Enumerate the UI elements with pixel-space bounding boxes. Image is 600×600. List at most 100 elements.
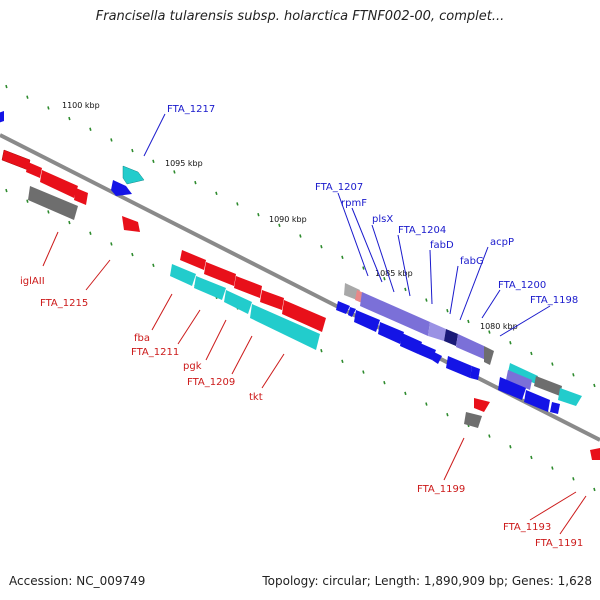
gene-feature: [360, 292, 430, 336]
gene-label-FTA_1199: FTA_1199: [417, 484, 465, 495]
tick-mark: [236, 202, 239, 206]
tick-label-1100: 1100 kbp: [62, 101, 100, 110]
gene-feature: [524, 390, 550, 412]
gene-label-plsX: plsX: [372, 214, 393, 225]
tick-mark: [404, 391, 407, 396]
gene-feature: [40, 170, 78, 198]
tick-mark: [152, 263, 155, 267]
gene-feature: [234, 276, 262, 298]
gene-feature: [0, 111, 4, 123]
tick-mark: [341, 359, 344, 364]
tick-mark: [131, 252, 134, 257]
tick-mark: [425, 298, 428, 302]
gene-feature: [250, 304, 320, 350]
tick-mark: [551, 362, 554, 366]
tick-mark: [572, 477, 575, 481]
gene-feature: [508, 363, 538, 384]
tick-mark: [593, 383, 596, 388]
gene-feature: [590, 448, 600, 460]
tick-mark: [383, 276, 386, 281]
tick-label-1090: 1090 kbp: [269, 215, 307, 224]
tick-mark: [467, 319, 470, 324]
tick-mark: [362, 370, 365, 374]
gene-feature: [418, 343, 436, 360]
gene-label-acpP: acpP: [490, 237, 514, 248]
tick-mark: [68, 116, 71, 121]
gene-feature: [378, 322, 404, 344]
gene-label-FTA_1217: FTA_1217: [167, 104, 215, 115]
gene-feature: [446, 356, 472, 378]
gene-feature: [282, 300, 326, 332]
tick-mark: [194, 180, 197, 185]
tick-mark: [551, 466, 554, 470]
gene-label-fabG: fabG: [460, 256, 484, 267]
gene-feature: [550, 402, 560, 414]
tick-mark: [530, 351, 533, 356]
gene-feature: [432, 352, 442, 364]
tick-mark: [446, 309, 449, 313]
tick-marks: [5, 84, 596, 492]
gene-feature: [534, 376, 562, 396]
gene-feature: [111, 180, 132, 196]
gene-feature: [354, 310, 380, 332]
gene-feature: [194, 276, 226, 300]
gene-feature: [498, 377, 526, 400]
tick-mark: [26, 199, 29, 203]
tick-mark: [488, 434, 491, 438]
tick-mark: [383, 380, 386, 385]
tick-mark: [593, 487, 596, 492]
tick-mark: [131, 148, 134, 153]
gene-feature: [484, 346, 494, 365]
gene-feature: [122, 165, 145, 185]
gene-label-FTA_1200: FTA_1200: [498, 280, 546, 291]
tick-label-1095: 1095 kbp: [165, 159, 203, 168]
tick-mark: [89, 127, 92, 131]
gene-label-iglAII: iglAII: [20, 276, 45, 287]
tick-mark: [488, 330, 491, 334]
gene-feature: [470, 366, 480, 380]
tick-mark: [362, 266, 365, 270]
gene-feature: [1, 149, 31, 171]
tick-mark: [572, 373, 575, 377]
tick-mark: [173, 170, 176, 174]
tick-mark: [404, 287, 407, 292]
gene-feature: [74, 188, 88, 205]
gene-label-FTA_1207: FTA_1207: [315, 182, 363, 193]
gene-feature: [464, 412, 482, 428]
upper-leaders: [143, 113, 551, 337]
gene-feature: [456, 334, 486, 360]
tick-mark: [47, 106, 50, 110]
tick-mark: [320, 348, 323, 353]
gene-label-fabD: fabD: [430, 240, 454, 251]
tick-mark: [89, 231, 92, 235]
gene-feature: [260, 290, 284, 310]
tick-label-1085: 1085 kbp: [375, 269, 413, 278]
gene-feature: [28, 186, 78, 220]
gene-label-tkt: tkt: [249, 392, 263, 403]
tick-mark: [5, 84, 8, 89]
gene-feature: [428, 322, 446, 341]
tick-mark: [152, 159, 155, 163]
gene-label-FTA_1191: FTA_1191: [535, 538, 583, 549]
tick-mark: [215, 191, 218, 196]
tick-mark: [257, 212, 260, 217]
gene-feature: [180, 250, 206, 270]
tick-mark: [320, 244, 323, 249]
lower-leaders: [42, 231, 587, 535]
accession-text: Accession: NC_009749: [9, 574, 146, 588]
tick-mark: [446, 413, 449, 417]
gene-feature: [170, 264, 196, 286]
genome-summary-text: Topology: circular; Length: 1,890,909 bp…: [262, 574, 592, 588]
tick-mark: [509, 341, 512, 345]
tick-mark: [68, 220, 71, 225]
tick-mark: [341, 255, 344, 260]
gene-feature: [400, 333, 422, 354]
gene-label-rpmF: rpmF: [341, 198, 367, 209]
tick-mark: [278, 223, 281, 228]
gene-label-FTA_1209: FTA_1209: [187, 377, 235, 388]
gene-feature: [474, 398, 490, 412]
tick-mark: [530, 455, 533, 460]
gene-feature: [26, 162, 42, 178]
genes-upper: [0, 111, 582, 414]
